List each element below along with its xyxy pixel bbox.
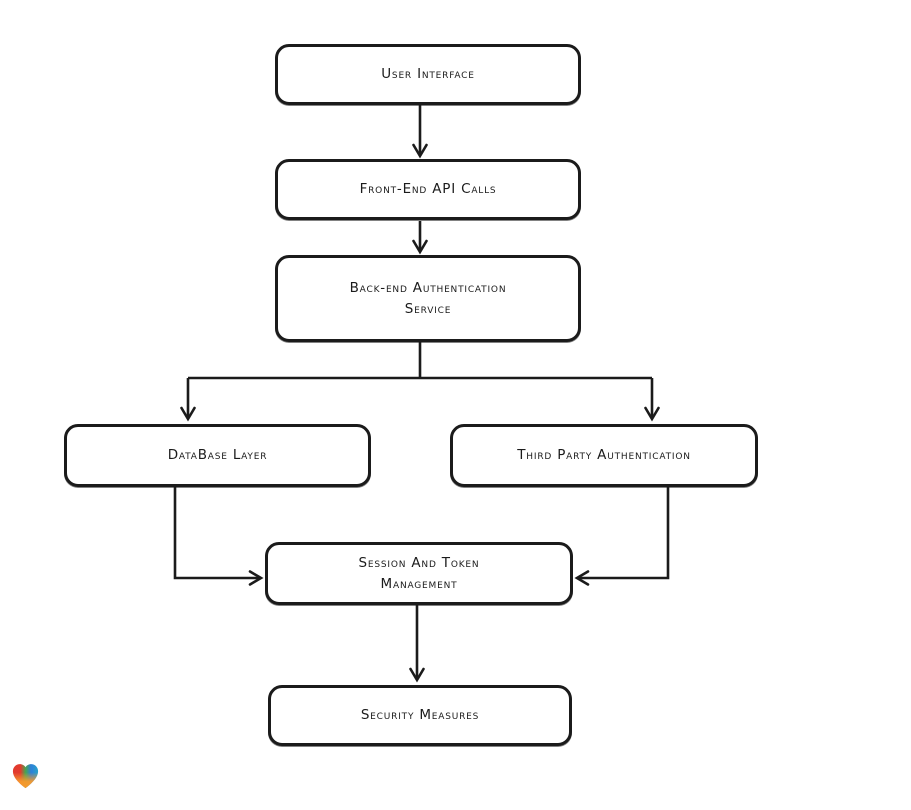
node-third-party-authentication[interactable]: Third Party Authentication bbox=[450, 424, 758, 487]
node-label: Back-end Authentication Service bbox=[349, 279, 507, 317]
node-label: Front-End API Calls bbox=[359, 181, 497, 197]
node-front-end-api-calls[interactable]: Front-End API Calls bbox=[275, 159, 581, 220]
node-back-end-authentication-service[interactable]: Back-end Authentication Service bbox=[275, 255, 581, 342]
node-user-interface[interactable]: User Interface bbox=[275, 44, 581, 105]
node-label: User Interface bbox=[381, 66, 475, 82]
node-label: Session And Token Management bbox=[358, 554, 480, 592]
node-label: Third Party Authentication bbox=[517, 447, 691, 463]
node-label: DataBase Layer bbox=[167, 447, 268, 463]
node-label: Security Measures bbox=[360, 707, 480, 723]
edge-third-party-to-session bbox=[574, 487, 670, 586]
node-database-layer[interactable]: DataBase Layer bbox=[64, 424, 371, 487]
node-session-and-token-management[interactable]: Session And Token Management bbox=[265, 542, 573, 605]
edge-back-end-branch-trunk bbox=[188, 342, 652, 380]
edge-database-to-session bbox=[173, 487, 264, 586]
eraser-heart-logo bbox=[12, 764, 39, 789]
node-security-measures[interactable]: Security Measures bbox=[268, 685, 572, 746]
